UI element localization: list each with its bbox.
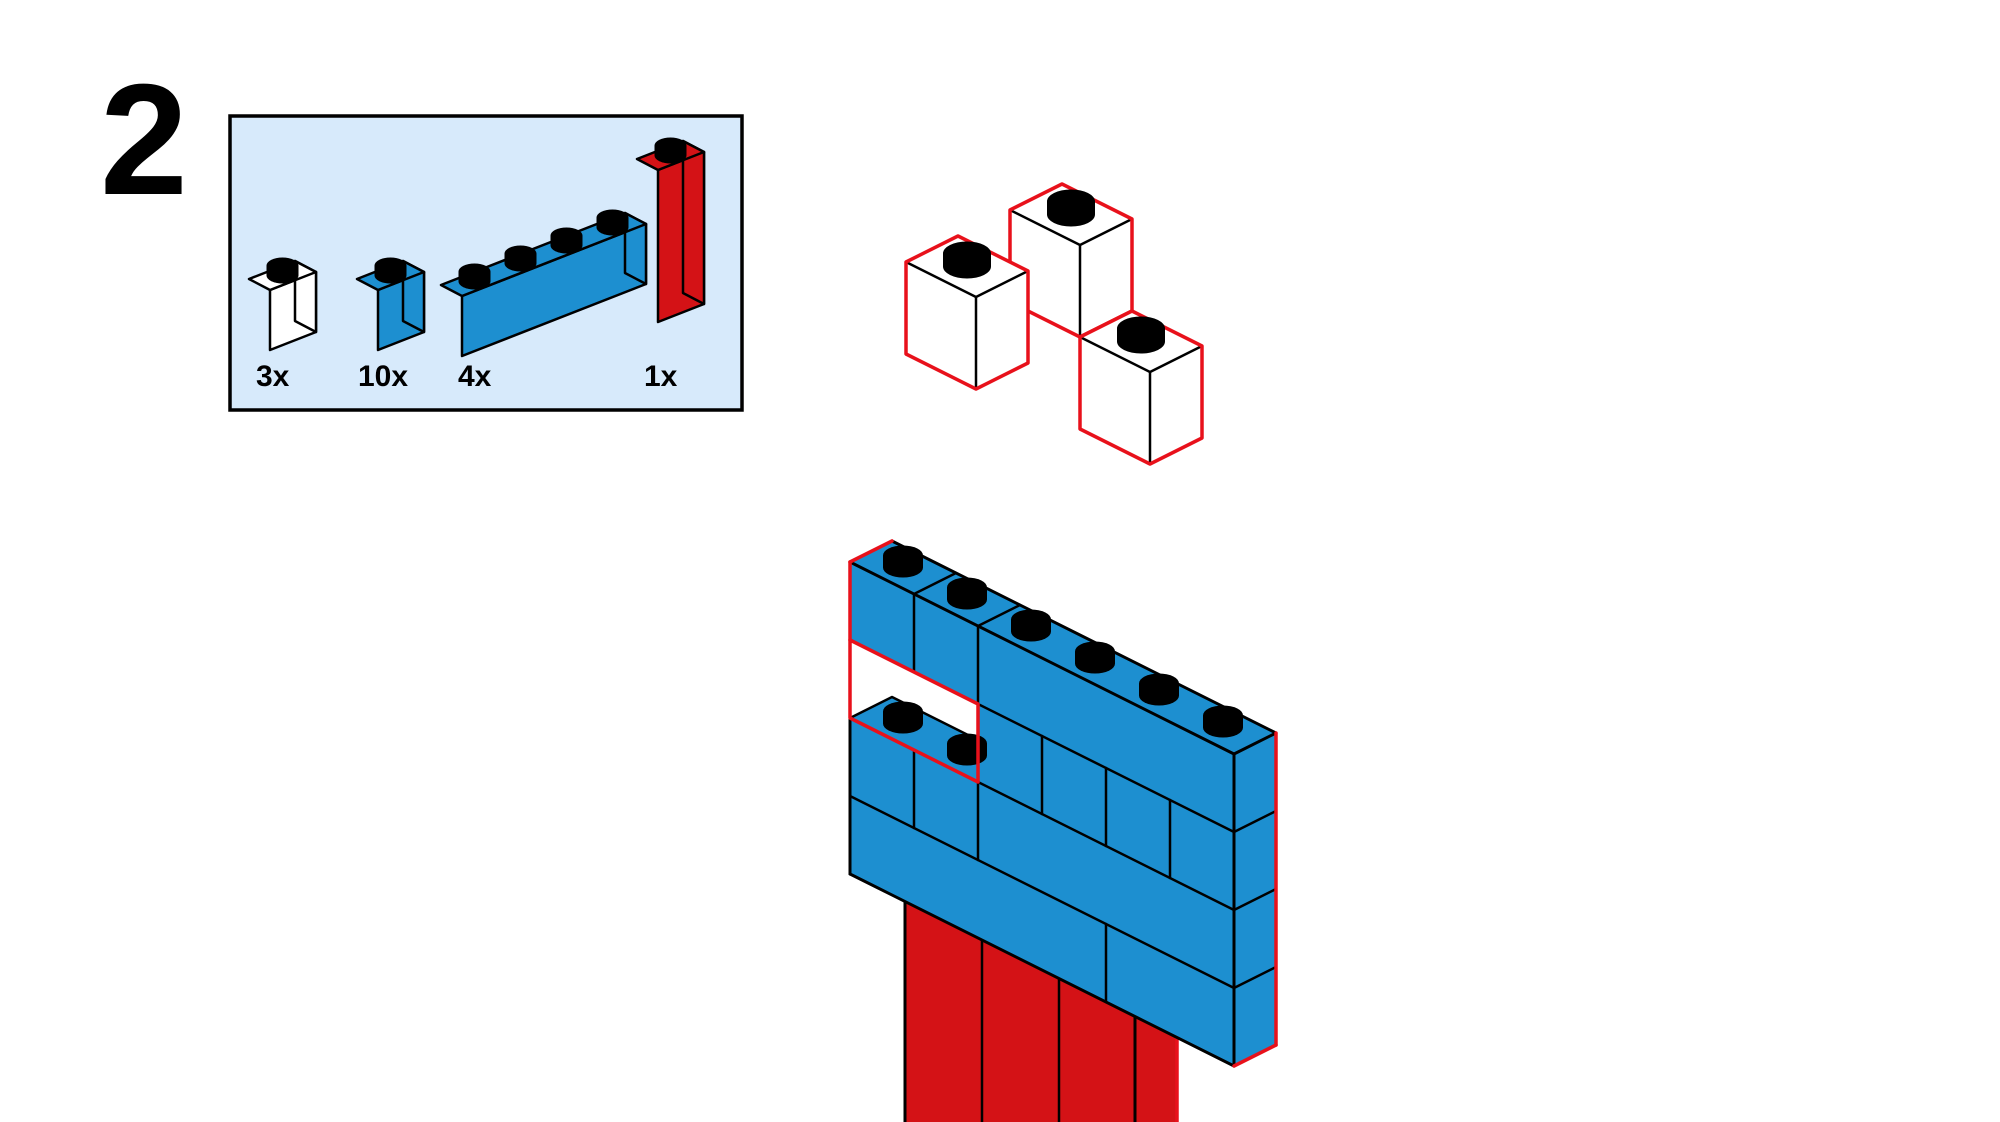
- part-brick-red-tall: [635, 137, 706, 324]
- hint-brick-front-left: [904, 234, 1030, 391]
- brick-front-face: [1080, 337, 1150, 464]
- part-brick-white-1x1: [247, 257, 318, 352]
- parts-panel-bricks: [247, 137, 706, 358]
- stud: [266, 257, 299, 284]
- stud: [596, 209, 629, 236]
- brick-side-face: [1080, 219, 1132, 337]
- stud: [943, 241, 991, 279]
- stud: [504, 245, 537, 272]
- brick-side-face: [976, 271, 1028, 389]
- stud: [883, 545, 923, 578]
- stud: [550, 227, 583, 254]
- part-brick-blue-1x4: [439, 209, 648, 358]
- stud: [883, 701, 923, 734]
- notch-new-outline: [848, 638, 980, 784]
- brick-front-face: [906, 262, 976, 389]
- stud: [1117, 316, 1165, 354]
- stud: [1203, 705, 1243, 738]
- part-brick-blue-1x1: [355, 257, 426, 352]
- stud: [1047, 189, 1095, 227]
- stud: [947, 733, 987, 766]
- stud: [374, 257, 407, 284]
- brick-side-face: [1150, 346, 1202, 464]
- new-part-outline: [1078, 309, 1204, 466]
- part-count-label-1: 10x: [358, 360, 408, 393]
- placement-hint: [904, 182, 1204, 466]
- stud: [654, 137, 687, 164]
- stud: [947, 577, 987, 610]
- hint-brick-front-right: [1078, 309, 1204, 466]
- red-pillar-front-face: [905, 890, 1135, 1122]
- part-count-label-2: 4x: [458, 360, 492, 393]
- brick-side-face: [681, 139, 706, 306]
- stud: [458, 263, 491, 290]
- part-count-label-3: 1x: [644, 360, 678, 393]
- new-part-outline: [904, 234, 1030, 391]
- parts-panel: 3x 10x 4x 1x: [228, 114, 744, 412]
- stud: [1139, 673, 1179, 706]
- stud: [1075, 641, 1115, 674]
- part-count-label-0: 3x: [256, 360, 290, 393]
- assembly-model: [848, 539, 1278, 1122]
- stud: [1011, 609, 1051, 642]
- step-number: 2: [100, 52, 188, 228]
